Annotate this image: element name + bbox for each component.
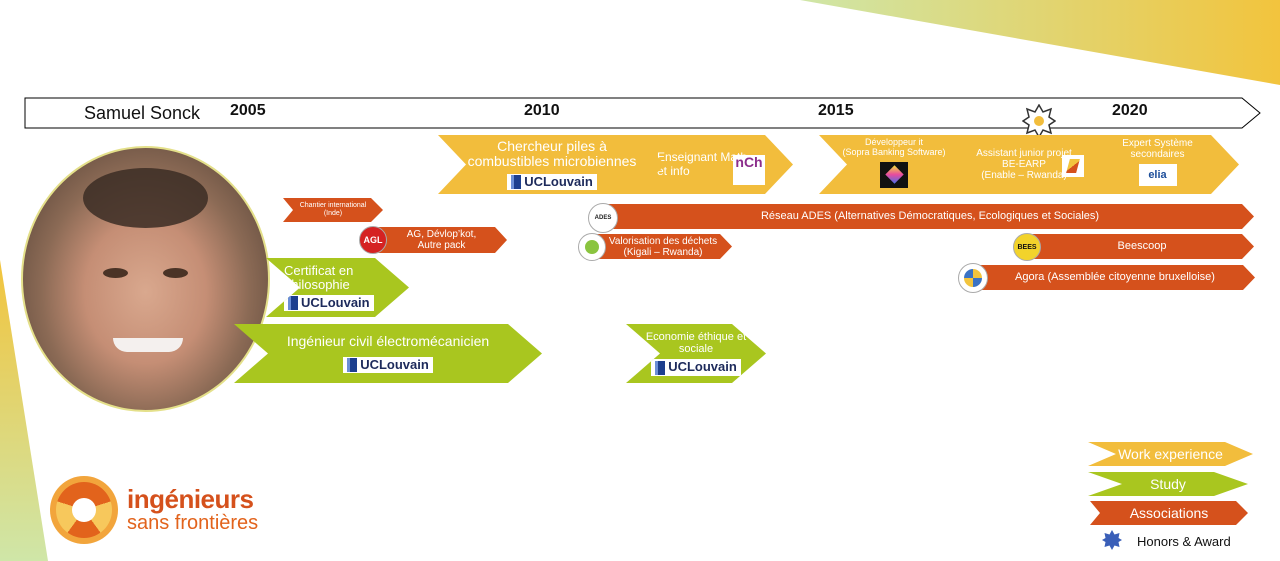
elia-logo-icon: elia bbox=[1139, 164, 1177, 186]
work-item-line: BE-EARP bbox=[1002, 159, 1046, 170]
legend-associations: Associations bbox=[1090, 501, 1248, 525]
study-item-line: Certificat en bbox=[284, 263, 354, 279]
work-item-line: et info bbox=[657, 163, 690, 178]
sopra-logo-icon bbox=[880, 162, 908, 188]
agora-logo-icon bbox=[958, 263, 988, 293]
legend-study: Study bbox=[1088, 472, 1248, 496]
work-item-developer: Développeur it (Sopra Banking Software) bbox=[819, 135, 969, 194]
enabel-logo-icon bbox=[1062, 155, 1084, 177]
work-item-researcher: Chercheur piles à combustibles microbien… bbox=[438, 135, 666, 194]
uclouvain-logo: UCLouvain bbox=[507, 174, 597, 190]
study-item-line: philosophie bbox=[284, 277, 350, 293]
association-item-international-worksite: Chantier international (Inde) bbox=[283, 198, 383, 222]
year-label-2015: 2015 bbox=[818, 102, 854, 119]
association-item-waste-valorisation: Valorisation des déchets (Kigali – Rwand… bbox=[594, 234, 732, 259]
work-item-line: Assistant junior projet bbox=[976, 148, 1072, 159]
year-label-2005: 2005 bbox=[230, 102, 266, 119]
work-item-line: Enseignant Math bbox=[657, 150, 748, 165]
top-right-decor-stripe bbox=[800, 0, 1280, 85]
uclouvain-logo: UCLouvain bbox=[651, 359, 741, 375]
work-item-line: Développeur it bbox=[864, 137, 924, 147]
school-logo-icon: nCh bbox=[733, 155, 765, 185]
study-item-line: sociale bbox=[678, 343, 714, 356]
work-item-line: (Sopra Banking Software) bbox=[842, 146, 946, 157]
work-item-line: (Enable – Rwanda) bbox=[981, 170, 1067, 181]
association-item-line: AG, Dévlop’kot, bbox=[406, 229, 477, 240]
association-item-line: Chantier international bbox=[299, 202, 367, 210]
work-item-line: secondaires bbox=[1130, 149, 1185, 160]
association-item-line: Agora (Assemblée citoyenne bruxelloise) bbox=[1015, 271, 1215, 284]
legend-honors-star-icon bbox=[1102, 530, 1122, 550]
ades-logo-icon: ADES bbox=[588, 203, 618, 233]
isf-logo-name: ingénieurs bbox=[127, 484, 254, 514]
work-item-line: Expert Système bbox=[1122, 138, 1193, 149]
isf-logo-tagline: sans frontières bbox=[127, 512, 259, 534]
association-item-line: (Inde) bbox=[323, 210, 343, 217]
year-label-2020: 2020 bbox=[1112, 102, 1148, 119]
association-item-line: (Kigali – Rwanda) bbox=[623, 246, 703, 258]
recycling-logo-icon bbox=[578, 233, 606, 261]
association-item-line: Réseau ADES (Alternatives Démocratiques,… bbox=[760, 210, 1100, 223]
legend-honors-award: Honors & Award bbox=[1137, 534, 1231, 549]
legend-work-experience: Work experience bbox=[1088, 442, 1253, 466]
timeline-arrow bbox=[24, 97, 1261, 129]
work-item-line: Chercheur piles à bbox=[497, 137, 607, 154]
year-label-2010: 2010 bbox=[524, 102, 560, 119]
association-item-line: Beescoop bbox=[1117, 240, 1167, 253]
association-item-ades: Réseau ADES (Alternatives Démocratiques,… bbox=[606, 204, 1254, 229]
study-item-line: Ingénieur civil électromécanicien bbox=[286, 332, 490, 349]
study-item-engineer: Ingénieur civil électromécanicien UCLouv… bbox=[234, 324, 542, 383]
association-item-agora: Agora (Assemblée citoyenne bruxelloise) bbox=[975, 265, 1255, 290]
uclouvain-logo: UCLouvain bbox=[284, 295, 374, 311]
association-item-line: Valorisation des déchets bbox=[608, 235, 718, 247]
award-star-icon bbox=[1022, 104, 1056, 138]
work-item-line: combustibles microbiennes bbox=[467, 153, 637, 170]
work-item-junior-assistant: Assistant junior projet BE-EARP (Enable … bbox=[940, 135, 1108, 194]
agl-logo-icon: AGL bbox=[359, 226, 387, 254]
profile-photo bbox=[21, 146, 270, 412]
isf-logo-icon bbox=[50, 476, 118, 544]
association-item-line: Autre pack bbox=[417, 240, 466, 251]
association-item-agl: AG, Dévlop’kot, Autre pack bbox=[376, 227, 507, 253]
study-item-philosophy: Certificat en philosophie UCLouvain bbox=[266, 258, 409, 317]
study-item-line: Economie éthique et bbox=[645, 331, 747, 344]
beescoop-logo-icon: BEES bbox=[1013, 233, 1041, 261]
person-name: Samuel Sonck bbox=[84, 103, 201, 123]
uclouvain-logo: UCLouvain bbox=[343, 357, 433, 373]
study-item-ethical-economy: Economie éthique et sociale UCLouvain bbox=[626, 324, 766, 383]
association-item-beescoop: Beescoop bbox=[1030, 234, 1254, 259]
